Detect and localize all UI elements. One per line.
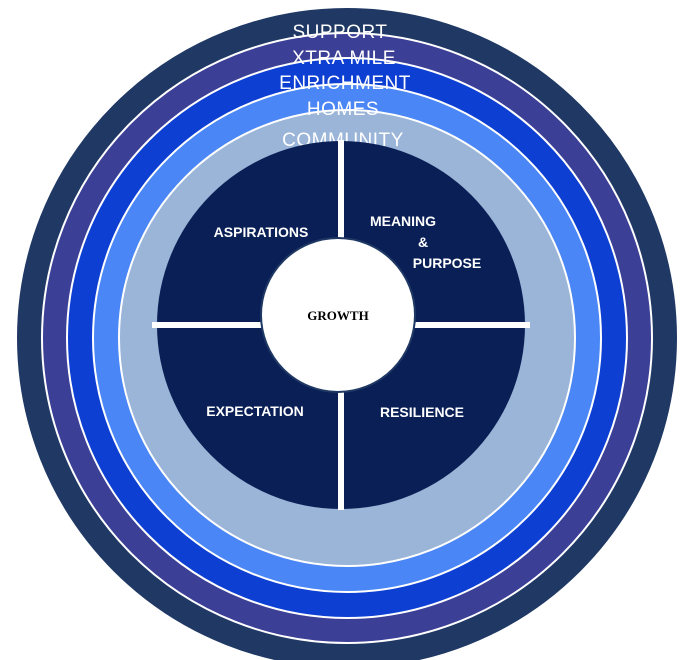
ring-label-support: SUPPORT	[292, 22, 387, 43]
center-circle	[260, 237, 416, 393]
ring-label-homes: HOMES	[307, 99, 379, 120]
ring-label-xtra-mile: XTRA MILE	[292, 48, 396, 69]
quadrant-expectation: EXPECTATION	[206, 403, 304, 419]
quadrant-meaning-line1: MEANING	[370, 213, 436, 229]
quadrant-resilience: RESILIENCE	[380, 404, 464, 420]
quadrant-aspirations: ASPIRATIONS	[214, 224, 309, 240]
quadrant-meaning-line2: &	[418, 234, 428, 250]
center-growth-label: GROWTH	[307, 308, 368, 323]
quadrant-meaning-line3: PURPOSE	[413, 255, 481, 271]
ring-label-enrichment: ENRICHMENT	[279, 73, 411, 94]
